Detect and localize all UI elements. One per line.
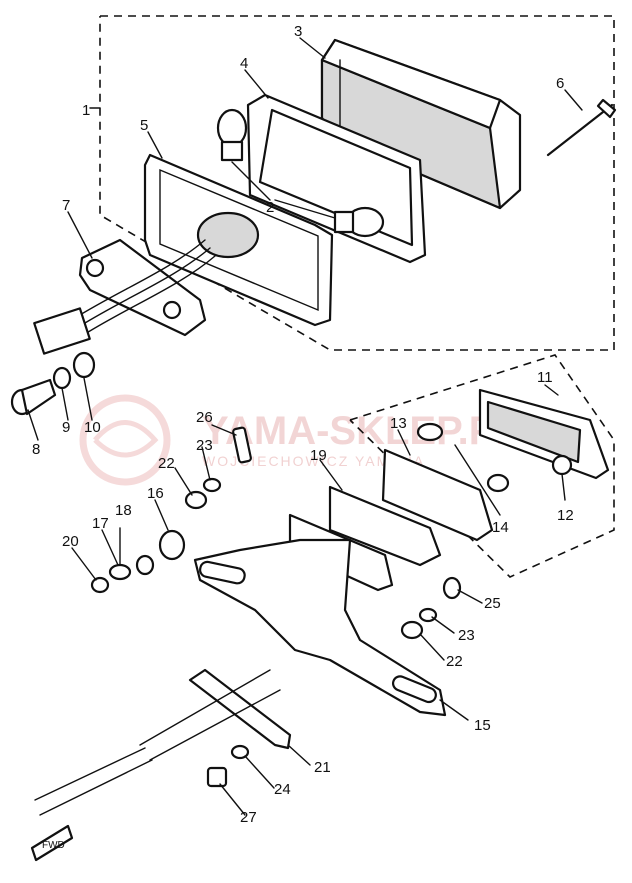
- callout-3: 3: [294, 23, 302, 40]
- callout-22: 22: [158, 455, 175, 472]
- callout-6: 6: [556, 75, 564, 92]
- leader-lines: [27, 37, 583, 816]
- callout-19: 19: [310, 447, 327, 464]
- callout-16: 16: [147, 485, 164, 502]
- small-hardware: [90, 426, 462, 788]
- plate-holder: [188, 668, 292, 750]
- callout-10: 10: [84, 419, 101, 436]
- watermark-subtext: WOJCIECHOWICZ YAMAHA: [202, 453, 425, 469]
- callout-23-repeat: 23: [458, 627, 475, 644]
- callout-26: 26: [196, 409, 213, 426]
- bulb-lower: [333, 206, 385, 238]
- callout-25: 25: [484, 595, 501, 612]
- callout-5: 5: [140, 117, 148, 134]
- bolt-set-8-10: [10, 351, 96, 416]
- callout-4: 4: [240, 55, 248, 72]
- license-light-assembly: [288, 388, 610, 592]
- long-screw: [546, 103, 614, 157]
- callout-12: 12: [557, 507, 574, 524]
- callout-20: 20: [62, 533, 79, 550]
- callout-24: 24: [274, 781, 291, 798]
- bulb-upper: [216, 108, 248, 162]
- group-boundary-lower: [349, 354, 615, 578]
- fwd-label: FWD: [42, 840, 65, 851]
- callout-21: 21: [314, 759, 331, 776]
- callout-18: 18: [115, 502, 132, 519]
- callout-7: 7: [62, 197, 70, 214]
- callout-8: 8: [32, 441, 40, 458]
- callout-2: 2: [266, 199, 274, 216]
- group-boundary-upper: [99, 15, 615, 351]
- callout-13: 13: [390, 415, 407, 432]
- watermark: YAMA-SKLEP.PL WOJCIECHOWICZ YAMAHA: [79, 394, 520, 486]
- callout-9: 9: [62, 419, 70, 436]
- fwd-marker: FWD: [30, 824, 74, 862]
- callout-22-repeat: 22: [446, 653, 463, 670]
- callout-11: 11: [537, 369, 553, 386]
- wire-connector: [33, 307, 91, 355]
- callout-14: 14: [492, 519, 509, 536]
- callout-1: 1: [82, 102, 90, 119]
- callout-23: 23: [196, 437, 213, 454]
- socket-cluster: [196, 211, 260, 259]
- callout-15: 15: [474, 717, 491, 734]
- callout-labels: 1 2 3 4 5 6 7 8 9 10 11 12 13 14 15 16 1…: [32, 23, 574, 826]
- callout-27: 27: [240, 809, 257, 826]
- callout-17: 17: [92, 515, 109, 532]
